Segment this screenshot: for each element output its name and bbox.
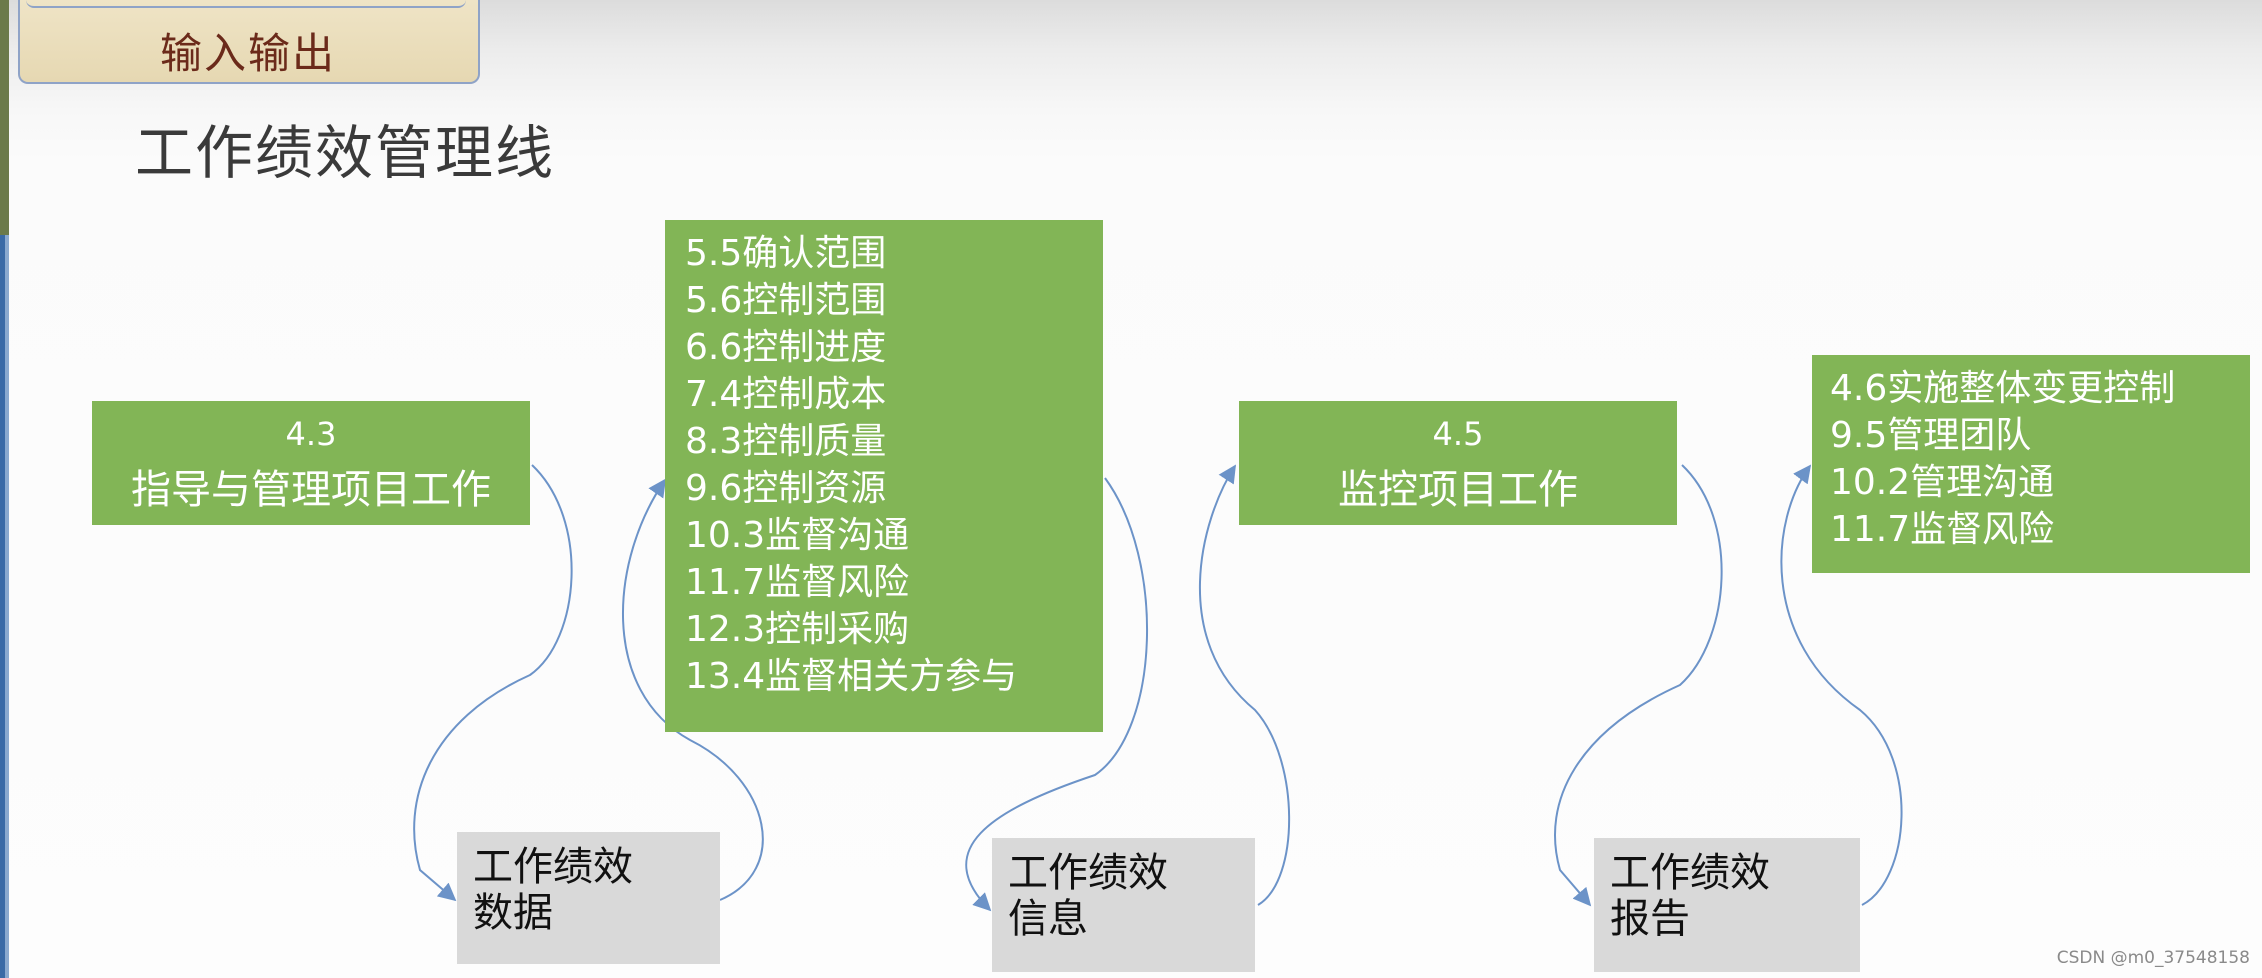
control-process-item: 8.3控制质量 <box>685 421 887 462</box>
control-process-item: 5.5确认范围 <box>685 233 887 274</box>
change-process-item: 11.7监督风险 <box>1830 509 2055 550</box>
process-box-4-5[interactable]: 4.5 监控项目工作 <box>1239 401 1677 525</box>
control-process-item: 13.4监督相关方参与 <box>685 656 1018 697</box>
change-process-item: 10.2管理沟通 <box>1830 462 2055 503</box>
process-number: 4.3 <box>285 415 337 453</box>
control-process-item: 7.4控制成本 <box>685 374 887 415</box>
process-name: 监控项目工作 <box>1338 467 1578 513</box>
io-tab[interactable]: 输入输出 <box>18 0 480 84</box>
watermark-credit: CSDN @m0_37548158 <box>2056 948 2250 968</box>
artifact-label-line1: 工作绩效 <box>473 844 633 890</box>
artifact-label-line2: 数据 <box>473 890 553 936</box>
artifact-label-line2: 报告 <box>1610 896 1690 942</box>
io-tab-label: 输入输出 <box>160 29 337 78</box>
change-processes-box[interactable]: 4.6实施整体变更控制 9.5管理团队 10.2管理沟通 11.7监督风险 <box>1812 355 2250 573</box>
process-name: 指导与管理项目工作 <box>131 467 491 513</box>
process-box-4-3[interactable]: 4.3 指导与管理项目工作 <box>92 401 530 525</box>
artifact-label-line2: 信息 <box>1008 896 1088 942</box>
artifact-label-line1: 工作绩效 <box>1610 850 1770 896</box>
control-process-item: 10.3监督沟通 <box>685 515 910 556</box>
control-process-item: 9.6控制资源 <box>685 468 887 509</box>
work-performance-data-box[interactable]: 工作绩效 数据 <box>457 832 720 964</box>
control-process-item: 6.6控制进度 <box>685 327 887 368</box>
process-number: 4.5 <box>1432 415 1484 453</box>
change-process-item: 4.6实施整体变更控制 <box>1830 368 2176 409</box>
work-performance-info-box[interactable]: 工作绩效 信息 <box>992 838 1255 972</box>
control-process-item: 12.3控制采购 <box>685 609 910 650</box>
artifact-label-line1: 工作绩效 <box>1008 850 1168 896</box>
arrow-data-to-controls <box>621 478 764 901</box>
change-process-item: 9.5管理团队 <box>1830 415 2032 456</box>
arrow-4-5-to-report <box>1554 464 1723 907</box>
window-left-edge-band <box>0 0 9 235</box>
arrow-controls-to-info <box>965 477 1149 912</box>
window-left-edge <box>0 0 9 978</box>
control-process-item: 11.7监督风险 <box>685 562 910 603</box>
arrow-report-to-change <box>1780 464 1903 906</box>
arrow-4-3-to-data <box>413 464 573 902</box>
arrow-info-to-4-5 <box>1199 464 1291 906</box>
page-title: 工作绩效管理线 <box>135 119 556 187</box>
control-process-item: 5.6控制范围 <box>685 280 887 321</box>
control-processes-box[interactable]: 5.5确认范围 5.6控制范围 6.6控制进度 7.4控制成本 8.3控制质量 … <box>665 220 1103 732</box>
work-performance-report-box[interactable]: 工作绩效 报告 <box>1594 838 1860 972</box>
